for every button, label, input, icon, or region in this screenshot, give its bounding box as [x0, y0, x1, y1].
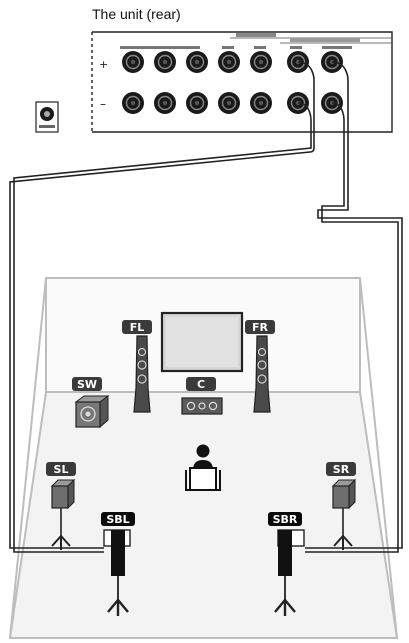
terminal-2-minus — [154, 92, 176, 114]
svg-text:SBL: SBL — [106, 513, 129, 526]
surround-left-speaker-icon — [50, 478, 76, 550]
svg-text:+: + — [99, 58, 108, 71]
front-right-speaker-icon — [253, 335, 271, 413]
terminal-3-plus — [186, 51, 208, 73]
terminal-4-plus — [218, 51, 240, 73]
label-sw: SW — [72, 377, 102, 391]
sbl-cable — [9, 61, 315, 553]
listener-icon — [185, 444, 221, 491]
subwoofer-icon — [74, 395, 110, 429]
svg-text:C: C — [197, 378, 205, 391]
label-fl: FL — [122, 320, 152, 334]
terminal-4-minus — [218, 92, 240, 114]
subwoofer-jack-icon — [35, 101, 59, 133]
label-sbr: SBR — [268, 512, 302, 526]
surround-back-left-speaker-icon — [103, 529, 131, 616]
label-c: C — [186, 377, 216, 391]
sbr-cable — [305, 61, 403, 553]
unit-rear-panel: + – — [35, 31, 393, 133]
front-left-speaker-icon — [133, 335, 151, 413]
svg-text:SR: SR — [333, 463, 350, 476]
diagram-title: The unit (rear) — [92, 6, 181, 22]
terminal-1-minus — [122, 92, 144, 114]
svg-text:SW: SW — [77, 378, 97, 391]
label-sr: SR — [326, 462, 356, 476]
svg-text:FL: FL — [130, 321, 145, 334]
terminal-5-plus — [250, 51, 272, 73]
speaker-terminals — [122, 51, 343, 114]
svg-text:–: – — [100, 97, 106, 111]
svg-text:FR: FR — [252, 321, 269, 334]
surround-back-right-speaker-icon — [274, 529, 305, 616]
surround-right-speaker-icon — [331, 478, 357, 550]
terminal-2-plus — [154, 51, 176, 73]
terminal-5-minus — [250, 92, 272, 114]
svg-text:SBR: SBR — [273, 513, 298, 526]
tv-icon — [160, 311, 244, 373]
label-fr: FR — [245, 320, 275, 334]
center-speaker-icon — [181, 397, 223, 415]
terminal-1-plus — [122, 51, 144, 73]
label-sl: SL — [46, 462, 76, 476]
label-sbl: SBL — [101, 512, 135, 526]
svg-text:SL: SL — [54, 463, 69, 476]
terminal-3-minus — [186, 92, 208, 114]
